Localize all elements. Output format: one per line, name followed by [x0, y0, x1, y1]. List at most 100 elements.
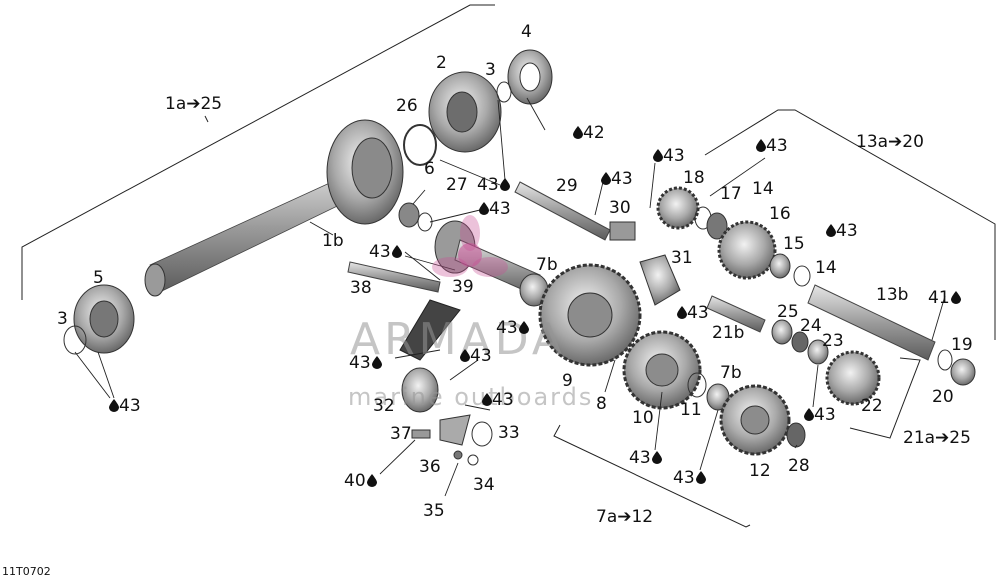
leader-lines — [74, 97, 946, 497]
lube-number: 42 — [583, 123, 605, 143]
oil-drop-icon — [482, 393, 492, 406]
washer-24 — [791, 331, 809, 353]
part-label-7b-a: 7b — [536, 255, 558, 275]
part-label-3b: 3 — [57, 309, 68, 329]
oil-drop-icon — [826, 224, 836, 237]
gear-18 — [656, 186, 700, 230]
part-label-14b: 14 — [815, 258, 837, 278]
bearing-23 — [807, 339, 829, 365]
lube-number: 43 — [836, 221, 858, 241]
oil-drop-icon — [573, 126, 583, 139]
part-label-12: 12 — [749, 461, 771, 481]
lube-number: 43 — [611, 169, 633, 189]
pin-37 — [411, 429, 431, 439]
washer-27 — [417, 212, 433, 232]
bearing-2 — [428, 71, 502, 153]
part-label-35: 35 — [423, 501, 445, 521]
lube-number: 43 — [492, 390, 514, 410]
part-label-2: 2 — [436, 53, 447, 73]
bearing-5 — [73, 284, 135, 354]
part-label-19: 19 — [951, 335, 973, 355]
lube-number: 43 — [369, 242, 391, 262]
detent-36 — [439, 414, 471, 446]
bearing-20 — [950, 358, 976, 386]
lube-ref-43-g: 43 — [459, 348, 492, 365]
washer-19 — [937, 349, 953, 371]
shift-rod-38 — [347, 261, 441, 293]
seal-4 — [507, 49, 553, 105]
part-label-34: 34 — [473, 475, 495, 495]
lube-ref-42: 42 — [572, 125, 605, 142]
part-label-4: 4 — [521, 22, 532, 42]
oil-drop-icon — [371, 356, 382, 369]
part-label-21b: 21b — [712, 323, 745, 343]
part-label-8: 8 — [596, 394, 607, 414]
lube-number: 43 — [663, 146, 685, 166]
part-label-40: 40 — [344, 471, 366, 491]
clip-34 — [467, 454, 479, 466]
lube-ref-43-o: 43 — [673, 470, 706, 487]
lube-number: 43 — [814, 405, 836, 425]
lube-number: 43 — [470, 346, 492, 366]
lube-ref-43-p: 43 — [803, 407, 836, 424]
part-label-25: 25 — [777, 302, 799, 322]
part-label-16: 16 — [769, 204, 791, 224]
lube-number: 43 — [119, 396, 141, 416]
washer-14b — [793, 265, 811, 287]
part-label-6: 6 — [424, 159, 435, 179]
shaft-13b — [807, 284, 936, 361]
reference-code: 11T0702 — [2, 565, 51, 578]
washer-14 — [706, 212, 728, 240]
part-label-31: 31 — [671, 248, 693, 268]
lube-number: 43 — [477, 175, 499, 195]
oil-drop-icon — [695, 471, 706, 484]
group-label-7a-12: 7a➔12 — [596, 507, 654, 527]
shift-lever-39 — [399, 299, 461, 361]
oil-drop-icon — [367, 474, 377, 487]
part-label-10: 10 — [632, 408, 654, 428]
part-label-15: 15 — [783, 234, 805, 254]
shaft-21b — [706, 295, 766, 333]
part-label-32: 32 — [373, 396, 395, 416]
lube-number: 43 — [496, 318, 518, 338]
lube-number: 43 — [673, 468, 695, 488]
watermark-prop-icon — [432, 215, 508, 277]
part-label-38: 38 — [350, 278, 372, 298]
shaft-29 — [514, 181, 611, 241]
group-label-21a-25: 21a➔25 — [903, 428, 971, 448]
lube-number: 43 — [489, 199, 511, 219]
lube-ref-43-h: 43 — [481, 392, 514, 409]
part-label-37: 37 — [390, 424, 412, 444]
part-label-7b-b: 7b — [720, 363, 742, 383]
watermark-subtitle: marine outboards — [348, 383, 594, 411]
oil-drop-icon — [651, 451, 662, 464]
oil-drop-icon — [951, 291, 961, 304]
lube-ref-43-m: 43 — [676, 305, 709, 322]
lube-ref-43-e: 43 — [496, 320, 529, 337]
part-label-13b: 13b — [876, 285, 909, 305]
lube-number: 43 — [687, 303, 709, 323]
oil-drop-icon — [756, 139, 766, 152]
washer-3b — [496, 81, 512, 103]
drum-32 — [401, 367, 439, 413]
part-label-23: 23 — [822, 331, 844, 351]
part-label-5: 5 — [93, 268, 104, 288]
lube-ref-43-d: 43 — [369, 244, 402, 261]
part-label-11: 11 — [680, 400, 702, 420]
part-label-18: 18 — [683, 168, 705, 188]
part-label-26: 26 — [396, 96, 418, 116]
gear-9 — [538, 263, 642, 367]
part-label-41: 41 — [928, 288, 950, 308]
bearing-25 — [771, 319, 793, 345]
lube-number: 43 — [349, 353, 371, 373]
fork-30 — [609, 221, 636, 241]
part-label-14a: 14 — [752, 179, 774, 199]
oil-drop-icon — [677, 306, 687, 319]
oil-drop-icon — [653, 149, 663, 162]
part-label-24: 24 — [800, 316, 822, 336]
oil-drop-icon — [499, 178, 510, 191]
lube-ref-43-c: 43 — [478, 201, 511, 218]
oil-drop-icon — [460, 349, 470, 362]
oil-drop-icon — [804, 408, 814, 421]
